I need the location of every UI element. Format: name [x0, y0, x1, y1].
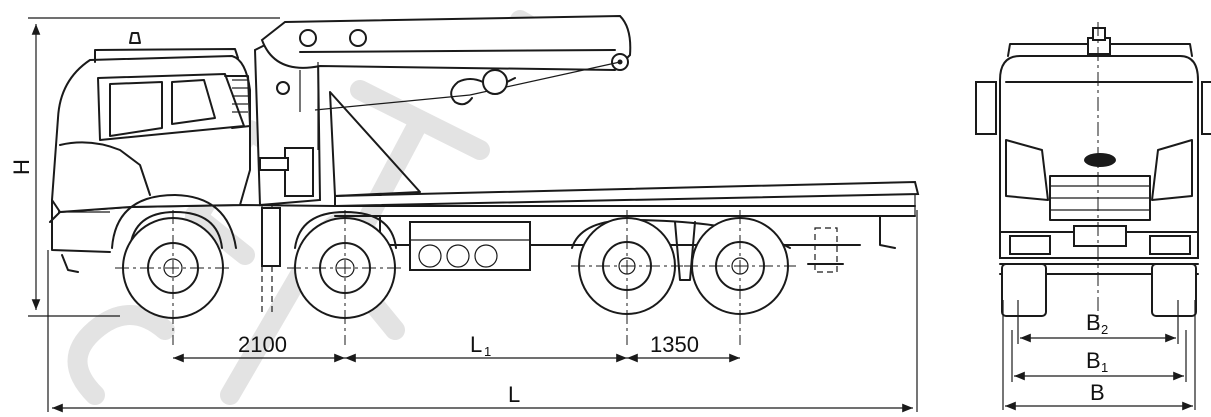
dim-b2: B 2: [1086, 310, 1108, 337]
cab: [50, 54, 251, 214]
right-mirror: [1201, 81, 1211, 135]
svg-text:L: L: [470, 332, 482, 357]
left-mirror: [975, 81, 997, 135]
side-view-dimensions: H 2100 L 1 1350 L: [9, 17, 918, 413]
front-view-dimensions: B 2 B 1 B: [1002, 300, 1196, 411]
wheel-center-lines: [115, 210, 796, 345]
dim-overall-length: L: [508, 382, 520, 407]
fuel-tanks: [409, 221, 531, 271]
svg-text:B: B: [1086, 348, 1101, 373]
front-right-tyre: [1151, 263, 1197, 317]
front-grille: [1049, 175, 1151, 221]
svg-text:1: 1: [484, 344, 491, 359]
svg-text:B: B: [1086, 310, 1101, 335]
dim-l1: L 1: [470, 332, 491, 359]
height-label: H: [9, 159, 34, 175]
front-left-tyre: [1001, 263, 1047, 317]
crane-hook: [450, 69, 516, 106]
side-view-truck: [49, 14, 920, 345]
brand-emblem-icon: [1084, 153, 1116, 167]
front-mudguard: [111, 194, 237, 249]
dim-overall-width: B: [1090, 380, 1105, 405]
crane-boom: [260, 14, 632, 72]
cab-rear-grille: [232, 79, 248, 113]
svg-text:2: 2: [1101, 322, 1108, 337]
svg-text:1: 1: [1101, 360, 1108, 375]
dim-2100: 2100: [238, 332, 287, 357]
flatbed-deck: [334, 180, 920, 208]
front-view-truck: [975, 22, 1211, 330]
dim-1350: 1350: [650, 332, 699, 357]
dim-b1: B 1: [1086, 348, 1108, 375]
